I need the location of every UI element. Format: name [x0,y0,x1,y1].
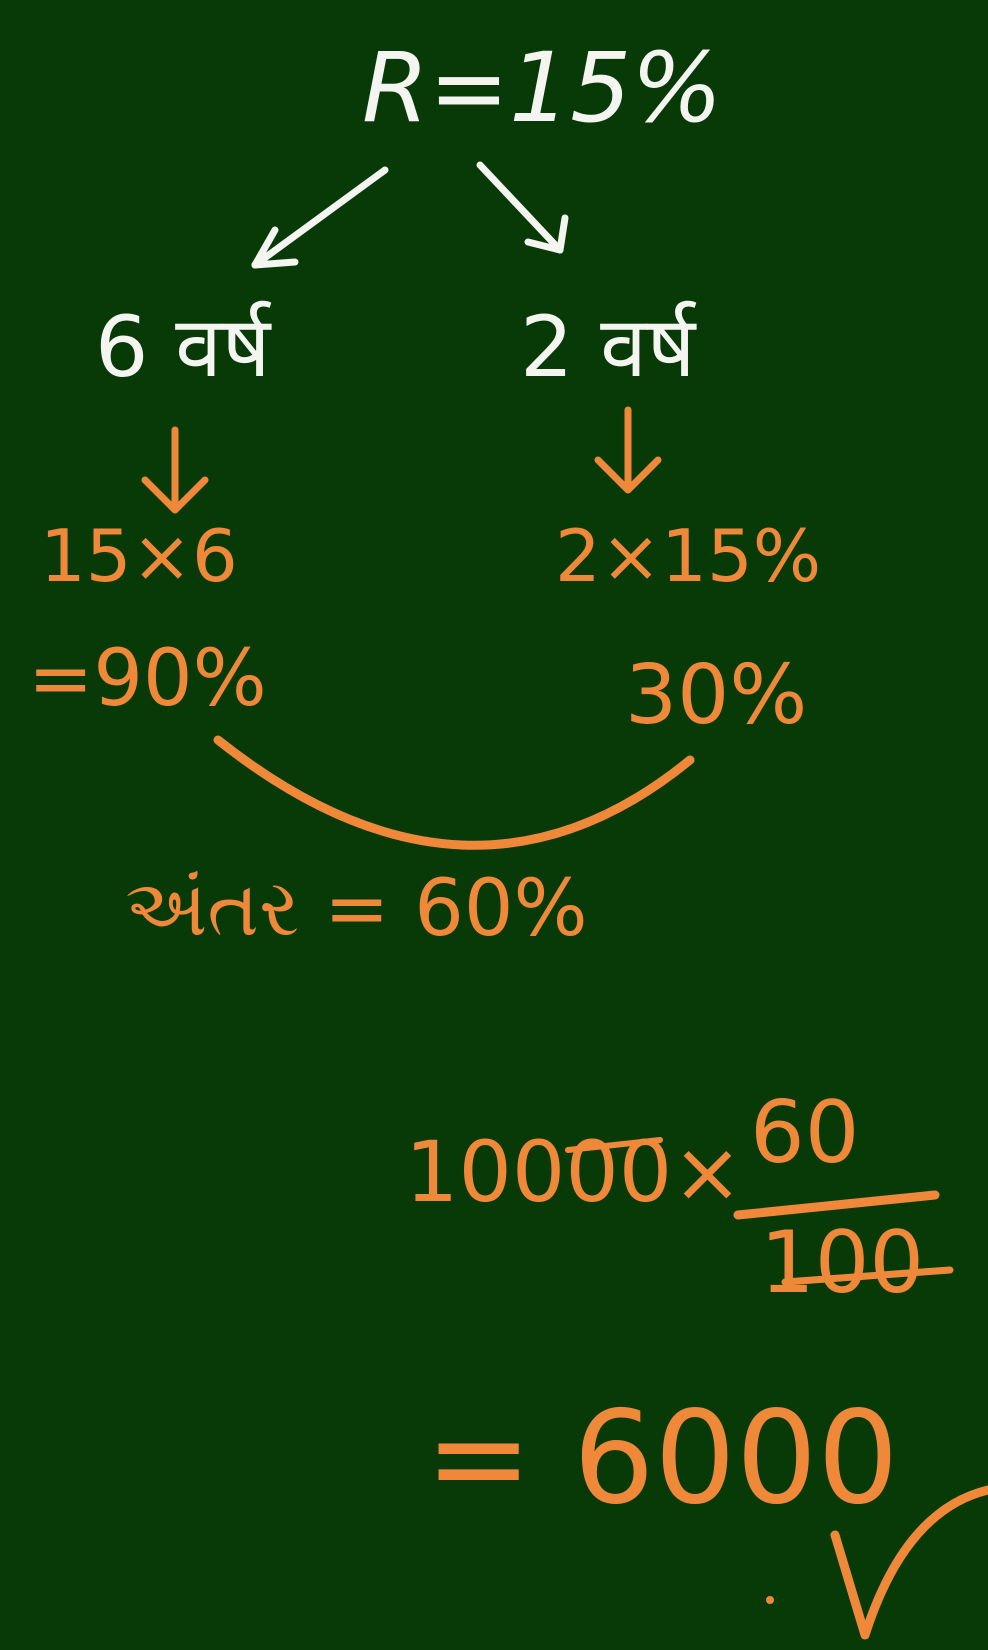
left-multiplication: 15×6 [40,514,238,598]
calc-multiplier: 10000× [405,1123,743,1221]
strike-denominator-zeros [781,1266,954,1286]
right-multiplication: 2×15% [555,514,822,598]
fraction-denominator: 100 [760,1213,925,1313]
strike-numerator-zeros [565,1137,663,1153]
arrow-to-right-term [476,161,569,254]
arrow-down-right [594,406,662,494]
difference-label: અંતર = 60% [125,864,588,954]
arrow-down-left [141,426,209,514]
chalk-dot [766,1596,774,1604]
fraction-numerator: 60 [750,1083,860,1183]
final-answer: = 6000 [425,1384,899,1533]
arrow-to-left-term [251,166,389,269]
left-term-label: 6 वर्ष [95,298,271,396]
left-result: =90% [28,634,267,724]
fraction-bar [733,1190,940,1220]
difference-arc [213,735,695,850]
right-result: 30% [625,648,808,743]
rate-heading: R=15% [362,32,723,144]
right-term-label: 2 वर्ष [520,298,696,396]
check-mark [830,1485,988,1640]
